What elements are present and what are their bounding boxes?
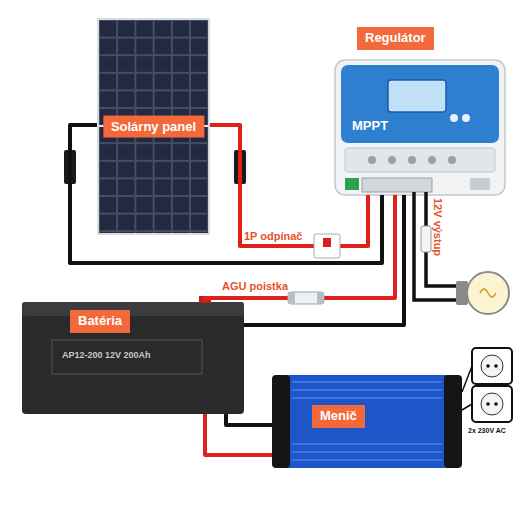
bulb-symbol: [456, 272, 509, 314]
brand-label: MPPT: [352, 119, 388, 133]
charge-controller-drawing: [335, 60, 505, 195]
disconnect-switch: [314, 234, 340, 258]
model-label: AP12-200 12V 200Ah: [62, 351, 151, 361]
socket-label: 2x 230V AC: [468, 427, 506, 435]
device-label: Batéria: [70, 310, 130, 333]
device-label: Solárny panel: [103, 115, 204, 138]
device-label: Menič: [312, 405, 365, 428]
wire: [210, 125, 368, 246]
wire: [70, 125, 382, 263]
output-label: 12V výstup: [432, 198, 444, 256]
inverter-drawing: [272, 375, 462, 468]
load-wire: [414, 192, 462, 300]
wire: [244, 195, 404, 325]
load-fuse: [421, 226, 431, 252]
agu-fuse: [288, 292, 324, 304]
wire: [226, 414, 272, 425]
fuse-label: AGU poistka: [222, 280, 288, 292]
socket-drawing: [462, 348, 512, 422]
device-node: Solárny panel: [97, 18, 210, 235]
device-label: Regulátor: [357, 27, 434, 50]
device-node: Menič: [272, 375, 462, 468]
wire: [205, 195, 395, 302]
solar-panel-drawing: [97, 18, 210, 235]
wire: [205, 414, 272, 455]
battery-drawing: [22, 296, 244, 414]
switch-label: 1P odpínač: [244, 230, 302, 242]
